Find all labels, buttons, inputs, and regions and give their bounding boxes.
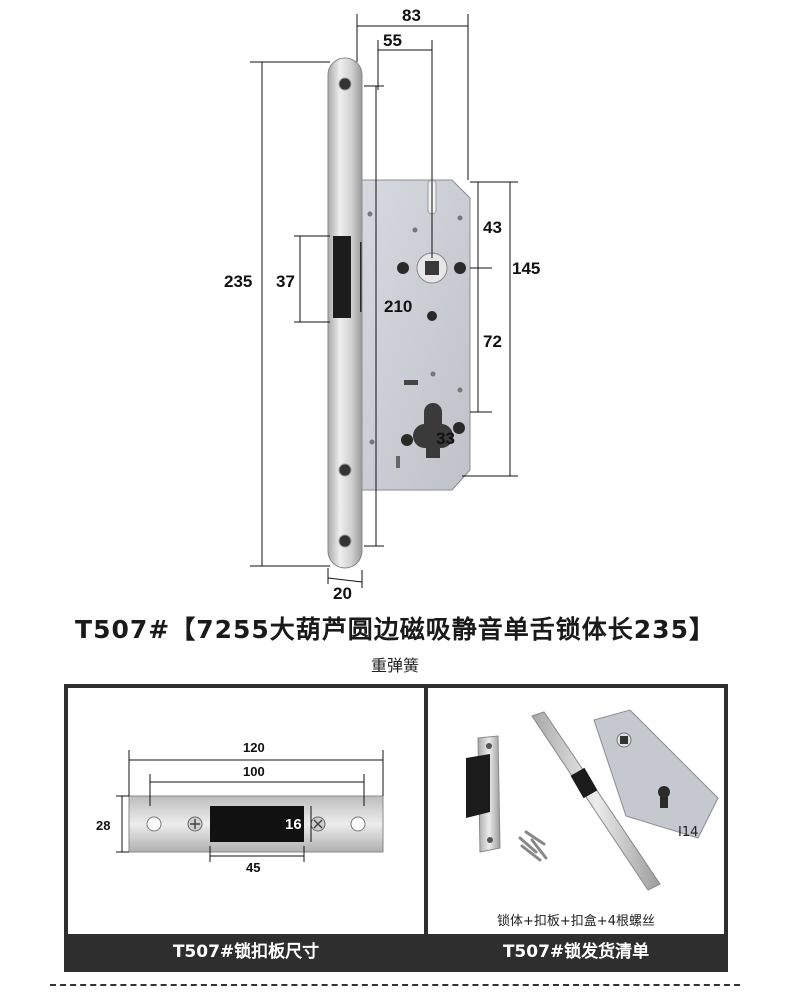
case-hole-left (397, 262, 409, 274)
package-strike-box (466, 754, 490, 818)
dim-210-label: 210 (384, 297, 413, 316)
dim-83-label: 83 (402, 6, 421, 25)
dim-235-label: 235 (224, 272, 253, 291)
product-subtitle: 重弹簧 (370, 656, 419, 675)
dim-33-label: 33 (436, 429, 455, 448)
strike-plate-panel: 120 100 28 16 45 (68, 688, 424, 934)
package-caption: T507#锁发货清单 (502, 942, 650, 962)
dim-72-label: 72 (483, 332, 502, 351)
dim-55-label: 55 (383, 31, 402, 50)
dashed-divider (50, 984, 740, 986)
strike-hole-right (350, 816, 366, 832)
package-screws (518, 830, 548, 862)
package-panel: I14 锁体+扣板+扣盒+4根螺丝 (428, 688, 724, 934)
dim-45-label: 45 (246, 860, 261, 875)
dim-120-label: 120 (243, 740, 265, 755)
dimension-lines (250, 14, 518, 588)
faceplate-screw-hole-mid (338, 463, 352, 477)
dim-20-label: 20 (333, 584, 352, 603)
strike-opening (210, 806, 304, 842)
dim-43-label: 43 (483, 218, 502, 237)
dim-16-label: 16 (285, 816, 302, 833)
latch-bolt (333, 236, 351, 318)
dim-145-label: 145 (512, 259, 541, 278)
package-contents-label: 锁体+扣板+扣盒+4根螺丝 (497, 914, 655, 929)
package-faceplate (531, 711, 661, 891)
case-hole-lower-left (401, 434, 413, 446)
package-mark-label: I14 (678, 825, 699, 840)
dim-28-label: 28 (96, 818, 111, 833)
package-contents-image (466, 709, 719, 891)
case-hole-center (427, 311, 437, 321)
faceplate-screw-hole-top (338, 77, 352, 91)
product-title: T507#【7255大葫芦圆边磁吸静音单舌锁体长235】 (75, 615, 715, 644)
spindle-square (425, 261, 439, 275)
lock-body-diagram (250, 14, 518, 588)
cylinder-cutout (412, 403, 454, 458)
dim-100-label: 100 (243, 764, 265, 779)
strike-plate-diagram (116, 750, 384, 862)
strike-hole-left (146, 816, 162, 832)
case-hole-right (454, 262, 466, 274)
strike-plate-caption: T507#锁扣板尺寸 (172, 942, 320, 962)
case-hole-lower-right (453, 422, 465, 434)
dim-37-label: 37 (276, 272, 295, 291)
faceplate-screw-hole-bottom (338, 534, 352, 548)
